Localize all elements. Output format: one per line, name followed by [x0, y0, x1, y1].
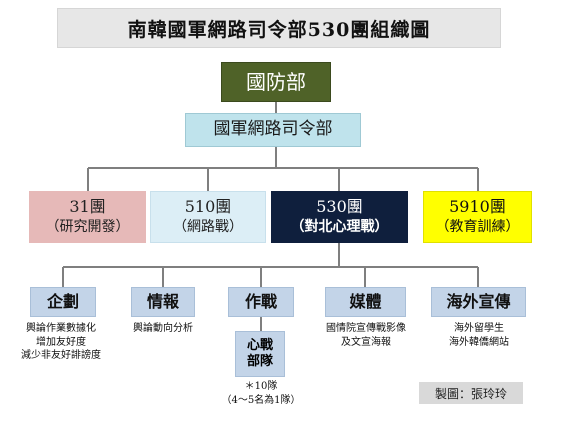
unit-planning-box: 企劃: [30, 287, 96, 317]
desc-line: 輿論動向分析: [133, 323, 193, 334]
group-sub: （對北心理戰）: [290, 219, 389, 236]
desc-line: 輿論作業數據化: [26, 323, 96, 334]
psywar-line2: 部隊: [246, 354, 273, 369]
psywar-note: ＊10隊 （4～5名為1隊）: [206, 380, 316, 407]
unit-planning-desc: 輿論作業數據化 增加友好度 減少非友好誹謗度: [6, 322, 116, 363]
unit-overseas-box: 海外宣傳: [431, 287, 526, 317]
group-sub: （網路戰）: [173, 219, 243, 236]
group-sub: （教育訓練）: [435, 219, 520, 236]
group-name: 31團: [69, 197, 106, 217]
group-510-box: 510團 （網路戰）: [150, 191, 266, 243]
desc-line: 海外韓僑網站: [449, 336, 509, 348]
ministry-box: 國防部: [221, 62, 331, 102]
group-31-box: 31團 （研究開發）: [29, 191, 146, 243]
group-name: 510團: [184, 197, 232, 217]
desc-line: 減少非友好誹謗度: [21, 350, 101, 361]
credit-label: 製圖：張玲玲: [419, 382, 523, 404]
psywar-unit-box: 心戰 部隊: [235, 331, 285, 377]
group-5910-box: 5910團 （教育訓練）: [423, 191, 532, 243]
unit-operations-box: 作戰: [228, 287, 294, 317]
unit-intelligence-desc: 輿論動向分析: [118, 322, 208, 336]
group-sub: （研究開發）: [45, 219, 130, 236]
unit-intelligence-box: 情報: [131, 287, 195, 317]
group-name: 5910團: [449, 197, 506, 217]
unit-media-desc: 國情院宣傳戰影像 及文宣海報: [310, 322, 422, 349]
group-name: 530團: [316, 197, 363, 217]
unit-overseas-desc: 海外留學生 海外韓僑網站: [430, 322, 528, 349]
psywar-note1: ＊10隊: [244, 381, 278, 392]
desc-line: 海外留學生: [454, 323, 504, 334]
page-title: 南韓國軍網路司令部530團組織圖: [57, 8, 501, 48]
group-530-box: 530團 （對北心理戰）: [271, 191, 408, 243]
desc-line: 國情院宣傳戰影像: [326, 323, 406, 334]
cyber-command-box: 國軍網路司令部: [185, 113, 361, 147]
desc-line: 增加友好度: [36, 336, 86, 348]
desc-line: 及文宣海報: [341, 336, 391, 348]
unit-media-box: 媒體: [325, 287, 406, 317]
psywar-line1: 心戰: [246, 337, 273, 353]
psywar-note2: （4～5名為1隊）: [221, 394, 301, 406]
